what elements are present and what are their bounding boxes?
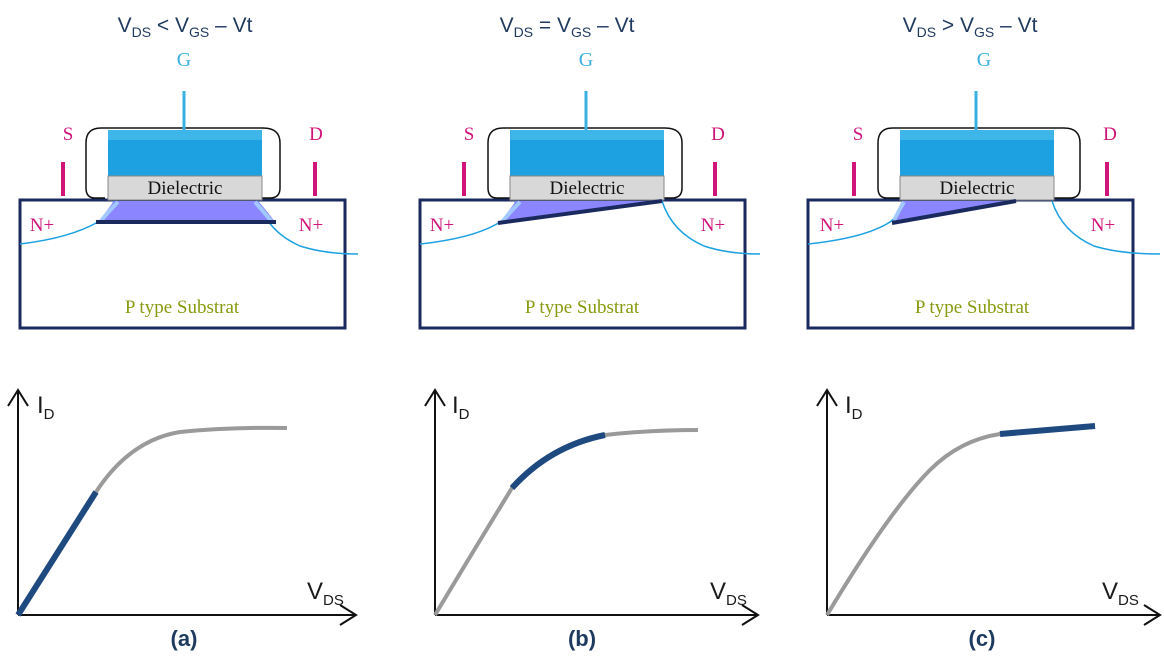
id-axis-label: ID xyxy=(845,392,863,423)
dielectric-layer xyxy=(107,175,263,201)
dielectric-label: Dielectric xyxy=(940,178,1015,199)
y-axis-arrow xyxy=(424,388,446,407)
gate-outline xyxy=(877,127,1081,199)
gate-label: G xyxy=(579,49,593,71)
caption: (a) xyxy=(170,626,198,651)
vds-axis-label: VDS xyxy=(710,578,747,609)
iv-highlight xyxy=(509,432,606,491)
n-plus-right: N+ xyxy=(299,215,323,236)
panel-a: VDS < VGS – Vt G S D Dielectric N+ N+ P … xyxy=(0,0,360,661)
mosfet-diagram: G S D Dielectric N+ N+ P type Substrat xyxy=(7,49,359,626)
n-plus-left: N+ xyxy=(820,215,844,236)
n-plus-right: N+ xyxy=(1091,215,1115,236)
dielectric-label: Dielectric xyxy=(550,178,625,199)
vds-axis-label: VDS xyxy=(307,578,344,609)
condition-label: VDS > VGS – Vt xyxy=(902,14,1038,41)
gate-shine xyxy=(510,130,664,140)
dielectric-label: Dielectric xyxy=(148,178,223,199)
x-axis-arrow xyxy=(741,604,760,626)
mosfet-diagram: G S D Dielectric N+ N+ P type Substrat xyxy=(418,49,760,626)
iv-curve xyxy=(433,428,699,617)
source-label: S xyxy=(853,124,864,145)
n-plus-right: N+ xyxy=(701,215,725,236)
gate-label: G xyxy=(977,49,991,71)
n-well-right xyxy=(661,200,760,255)
gate-outline xyxy=(85,127,281,199)
substrate-label: P type Substrat xyxy=(915,297,1030,318)
gate-label: G xyxy=(177,49,191,71)
vds-axis-label: VDS xyxy=(1102,578,1139,609)
gate-outline xyxy=(487,127,683,199)
channel-edge-left xyxy=(892,200,906,221)
caption: (b) xyxy=(567,626,597,651)
id-axis-label: ID xyxy=(37,392,55,423)
iv-highlight xyxy=(15,490,99,617)
substrate-label: P type Substrat xyxy=(125,297,240,318)
drain-label: D xyxy=(309,124,323,145)
gate-shine xyxy=(900,130,1054,140)
condition-label: VDS = VGS – Vt xyxy=(499,14,635,41)
y-axis-arrow xyxy=(816,388,838,407)
mosfet-diagram: G S D Dielectric N+ N+ P type Substrat xyxy=(806,49,1162,626)
condition-label: VDS < VGS – Vt xyxy=(117,14,253,41)
channel-region xyxy=(98,201,275,222)
drain-label: D xyxy=(1103,124,1117,145)
channel-line xyxy=(891,199,1017,225)
channel-line xyxy=(497,199,663,225)
dielectric-layer xyxy=(509,175,665,201)
n-plus-left: N+ xyxy=(30,215,54,236)
drain-label: D xyxy=(711,124,725,145)
x-axis-arrow xyxy=(339,604,358,626)
iv-curve xyxy=(825,424,1096,617)
n-plus-left: N+ xyxy=(430,215,454,236)
source-label: S xyxy=(464,124,475,145)
iv-highlight xyxy=(999,423,1096,437)
id-axis-label: ID xyxy=(452,392,470,423)
iv-curve xyxy=(16,425,288,617)
n-well-right xyxy=(1051,200,1161,255)
panel-c: VDS > VGS – Vt G S D Dielectric N+ N+ P … xyxy=(790,0,1162,661)
caption: (c) xyxy=(968,626,996,651)
substrate-label: P type Substrat xyxy=(525,297,640,318)
gate-shine xyxy=(108,130,262,140)
panel-b: VDS = VGS – Vt G S D Dielectric N+ N+ P … xyxy=(400,0,760,661)
dielectric-layer xyxy=(899,175,1055,201)
x-axis-arrow xyxy=(1143,604,1162,626)
source-label: S xyxy=(63,124,74,145)
y-axis-arrow xyxy=(7,388,29,407)
